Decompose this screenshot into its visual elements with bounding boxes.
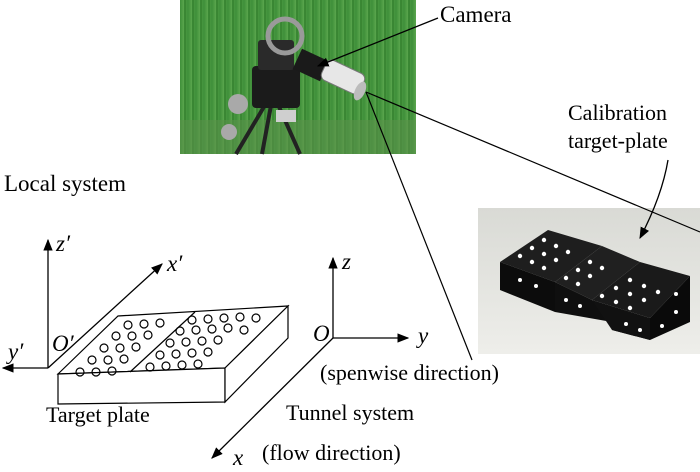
calibration-label-line1: Calibration (568, 100, 667, 125)
calibration-arrow (639, 159, 669, 240)
zoom-line-upper (365, 91, 700, 233)
target-plate-label: Target plate (46, 402, 150, 427)
zoom-line-lower (365, 91, 473, 361)
camera-arrow (316, 17, 439, 67)
calibration-label-line2: target-plate (568, 128, 668, 153)
local-x-axis-label: x′ (167, 251, 183, 276)
tunnel-system-label: Tunnel system (286, 400, 415, 425)
tunnel-origin-label: O (313, 321, 330, 346)
camera-photo (180, 0, 416, 156)
calibration-plate-photo (478, 208, 700, 354)
target-plate-dots (75, 312, 261, 377)
flow-direction-label: (flow direction) (262, 440, 401, 465)
target-plate-block (56, 304, 290, 405)
local-system-label: Local system (4, 171, 126, 196)
tunnel-y-axis-label: y (418, 323, 429, 348)
tunnel-axes (211, 256, 410, 459)
local-z-axis-label: z′ (56, 231, 70, 256)
local-origin-label: O′ (52, 331, 74, 356)
tunnel-z-axis-label: z (342, 249, 351, 274)
camera-label: Camera (440, 2, 512, 27)
spanwise-direction-label: (spenwise direction) (320, 360, 499, 385)
local-y-axis-label: y′ (8, 339, 24, 364)
local-axes (1, 238, 163, 373)
tunnel-x-axis-label: x (233, 445, 244, 470)
plate-dots (517, 237, 678, 332)
